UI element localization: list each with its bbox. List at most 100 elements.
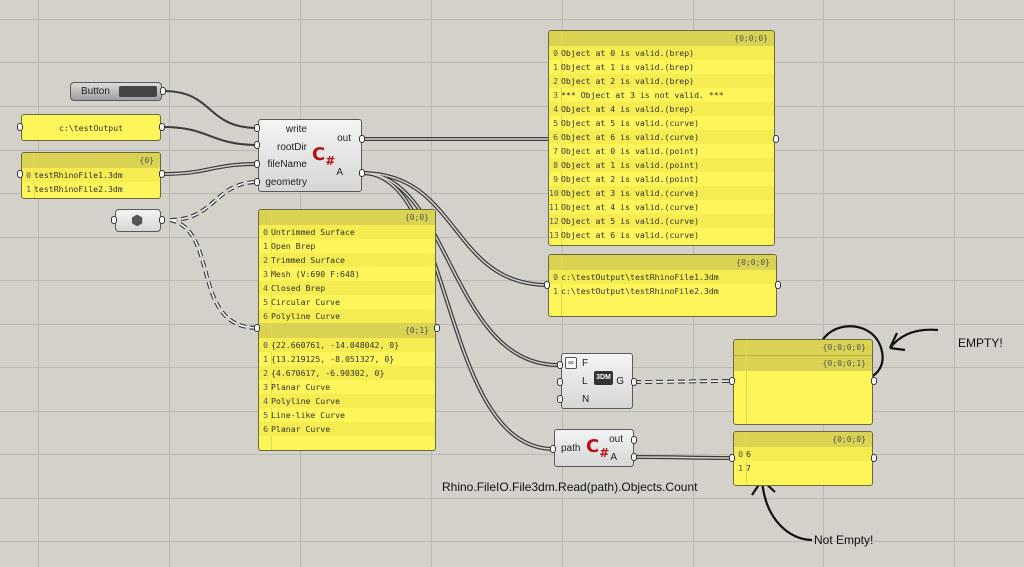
- row-index: 1: [553, 286, 558, 296]
- input-grip[interactable]: [254, 141, 260, 149]
- input-grip[interactable]: [557, 378, 563, 386]
- grid-line: [0, 150, 1024, 151]
- input-grip[interactable]: [544, 281, 550, 289]
- row-value: Untrimmed Surface: [271, 227, 355, 237]
- panel-value: c:\testOutput: [58, 123, 124, 133]
- row-value: Object at 1 is valid.(brep): [561, 62, 695, 72]
- input-grip[interactable]: [557, 361, 563, 369]
- output-grip[interactable]: [359, 169, 365, 177]
- output-grip[interactable]: [434, 324, 440, 332]
- row-index: 3: [263, 269, 268, 279]
- input-grip[interactable]: [550, 445, 556, 453]
- output-grip[interactable]: [773, 135, 779, 143]
- root-dir-panel[interactable]: c:\testOutput: [21, 114, 161, 141]
- input-write[interactable]: write: [285, 124, 307, 135]
- csharp-script-count[interactable]: path C# out A: [554, 429, 634, 467]
- row-value: {4.670617, -6.90302, 0}: [271, 368, 385, 378]
- row-value: Trimmed Surface: [271, 255, 345, 265]
- row-value: 6: [746, 449, 751, 459]
- csharp-icon: C#: [586, 436, 610, 460]
- row-value: Object at 2 is valid.(point): [561, 174, 700, 184]
- row-value: Object at 4 is valid.(curve): [561, 202, 700, 212]
- output-grip[interactable]: [775, 281, 781, 289]
- input-filename[interactable]: fileName: [267, 159, 307, 170]
- output-grip[interactable]: [871, 454, 877, 462]
- row-value: {13.219125, -8.051327, 0}: [271, 354, 395, 364]
- row-value: Circular Curve: [271, 297, 341, 307]
- row-index: 1: [26, 184, 31, 194]
- output-grip[interactable]: [160, 87, 166, 95]
- output-grip[interactable]: [159, 123, 165, 131]
- input-grip[interactable]: [254, 124, 260, 132]
- branch-path: {0;0;0}: [734, 432, 872, 447]
- import-result-panel[interactable]: {0;0;0;0} {0;0;0;1}: [733, 339, 873, 425]
- row-value: Planar Curve: [271, 382, 331, 392]
- output-a[interactable]: A: [610, 452, 617, 463]
- output-out[interactable]: out: [609, 434, 623, 445]
- output-grip[interactable]: [359, 135, 365, 143]
- empty-arrow: [889, 328, 939, 352]
- row-index: 2: [263, 368, 268, 378]
- input-l[interactable]: L: [582, 376, 588, 387]
- import-3dm-component[interactable]: ∞ F L N 3DM G: [561, 353, 633, 409]
- row-index: 6: [553, 132, 558, 142]
- row-value: Object at 4 is valid.(brep): [561, 104, 695, 114]
- input-grip[interactable]: [254, 178, 260, 186]
- input-grip[interactable]: [729, 454, 735, 462]
- not-empty-arrow: [751, 479, 813, 542]
- row-index: 5: [553, 118, 558, 128]
- input-grip[interactable]: [111, 216, 117, 224]
- output-g[interactable]: G: [616, 376, 624, 387]
- input-f[interactable]: F: [582, 358, 589, 369]
- row-value: Object at 5 is valid.(curve): [561, 216, 700, 226]
- output-grip[interactable]: [631, 453, 637, 461]
- input-n[interactable]: N: [582, 394, 590, 405]
- branch-path: {0;0;0;1}: [734, 356, 872, 371]
- input-geometry[interactable]: geometry: [265, 177, 307, 188]
- row-value: *** Object at 3 is not valid. ***: [561, 90, 724, 100]
- wire-geom-panel: [169, 218, 259, 330]
- input-grip[interactable]: [254, 160, 260, 168]
- output-grip[interactable]: [159, 216, 165, 224]
- input-grip[interactable]: [17, 123, 23, 131]
- output-grip[interactable]: [871, 377, 877, 385]
- output-grip[interactable]: [631, 436, 637, 444]
- input-grip[interactable]: [557, 395, 563, 403]
- input-rootdir[interactable]: rootDir: [276, 142, 307, 153]
- csharp-script-main[interactable]: write rootDir fileName geometry C# out A: [258, 119, 362, 192]
- boolean-button[interactable]: Button: [70, 82, 162, 101]
- geometry-hex-icon: ⬢: [131, 212, 144, 228]
- output-grip[interactable]: [159, 170, 165, 178]
- input-grip[interactable]: [17, 170, 23, 178]
- button-face[interactable]: [119, 86, 157, 97]
- input-grip[interactable]: [729, 377, 735, 385]
- input-path[interactable]: path: [561, 443, 581, 454]
- geometry-param[interactable]: ⬢: [115, 209, 161, 232]
- output-grip[interactable]: [631, 378, 637, 386]
- output-a[interactable]: A: [336, 167, 343, 178]
- output-out[interactable]: out: [337, 133, 351, 144]
- branch-path: {0;1}: [259, 323, 435, 338]
- row-value: Polyline Curve: [271, 311, 341, 321]
- row-index: 12: [549, 216, 559, 226]
- row-index: 1: [738, 463, 743, 473]
- row-value: Object at 1 is valid.(point): [561, 160, 700, 170]
- input-grip[interactable]: [254, 324, 260, 332]
